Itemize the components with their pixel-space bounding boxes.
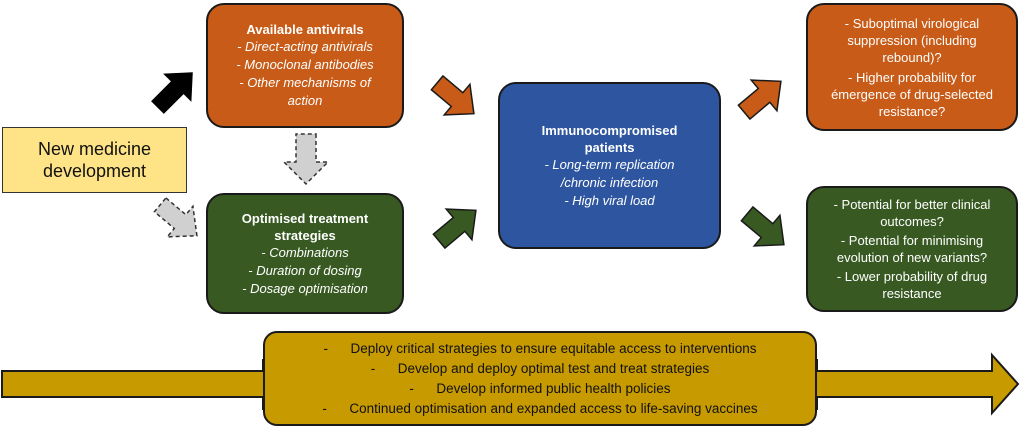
antivirals-item: - Direct-acting antivirals bbox=[237, 39, 373, 54]
grey-dashed-down-arrow-icon bbox=[282, 133, 330, 186]
optimised-title: Optimised treatment strategies bbox=[241, 210, 369, 243]
immuno-item: - High viral load bbox=[564, 192, 655, 208]
negative-outcome-item: - Higher probability for émergence of dr… bbox=[831, 69, 993, 119]
antivirals-item: - Other mechanisms of action bbox=[239, 75, 371, 108]
action-item: - Develop informed public health policie… bbox=[409, 380, 671, 396]
negative-outcome-item: - Suboptimal virological suppression (in… bbox=[844, 15, 980, 65]
positive-outcome-item: - Lower probability of drug resistance bbox=[836, 269, 988, 301]
available-antivirals-box: Available antivirals - Direct-acting ant… bbox=[206, 3, 404, 128]
action-item: - Develop and deploy optimal test and tr… bbox=[370, 360, 710, 376]
optimised-strategies-box: Optimised treatment strategies - Combina… bbox=[206, 193, 404, 314]
negative-outcomes-box: - Suboptimal virological suppression (in… bbox=[806, 3, 1018, 131]
optimised-item: - Dosage optimisation bbox=[242, 280, 368, 296]
immuno-item: - Long-term replication /chronic infecti… bbox=[544, 156, 675, 190]
black-arrow-icon bbox=[151, 72, 193, 114]
orange-arrow-1-icon bbox=[430, 74, 475, 116]
grey-dashed-right-arrow-icon bbox=[153, 196, 198, 238]
green-arrow-1-icon bbox=[432, 208, 477, 250]
positive-outcome-item: - Potential for minimising evolution of … bbox=[836, 233, 988, 265]
action-item: - Deploy critical strategies to ensure e… bbox=[323, 340, 757, 356]
new-medicine-box: New medicine development bbox=[2, 127, 187, 193]
optimised-item: - Duration of dosing bbox=[248, 262, 362, 278]
antivirals-item: - Monoclonal antibodies bbox=[236, 57, 374, 72]
optimised-item: - Combinations bbox=[261, 244, 349, 260]
new-medicine-label: New medicine development bbox=[37, 139, 152, 181]
green-arrow-2-icon bbox=[740, 205, 785, 247]
immuno-title: Immunocompromised patients bbox=[541, 122, 678, 155]
antivirals-title: Available antivirals bbox=[246, 22, 364, 37]
orange-arrow-2-icon bbox=[737, 79, 782, 121]
positive-outcome-item: - Potential for better clinical outcomes… bbox=[833, 197, 991, 229]
positive-outcomes-box: - Potential for better clinical outcomes… bbox=[806, 186, 1018, 312]
action-items-box: - Deploy critical strategies to ensure e… bbox=[263, 331, 817, 426]
immunocompromised-box: Immunocompromised patients - Long-term r… bbox=[498, 82, 721, 249]
action-item: - Continued optimisation and expanded ac… bbox=[322, 400, 758, 416]
